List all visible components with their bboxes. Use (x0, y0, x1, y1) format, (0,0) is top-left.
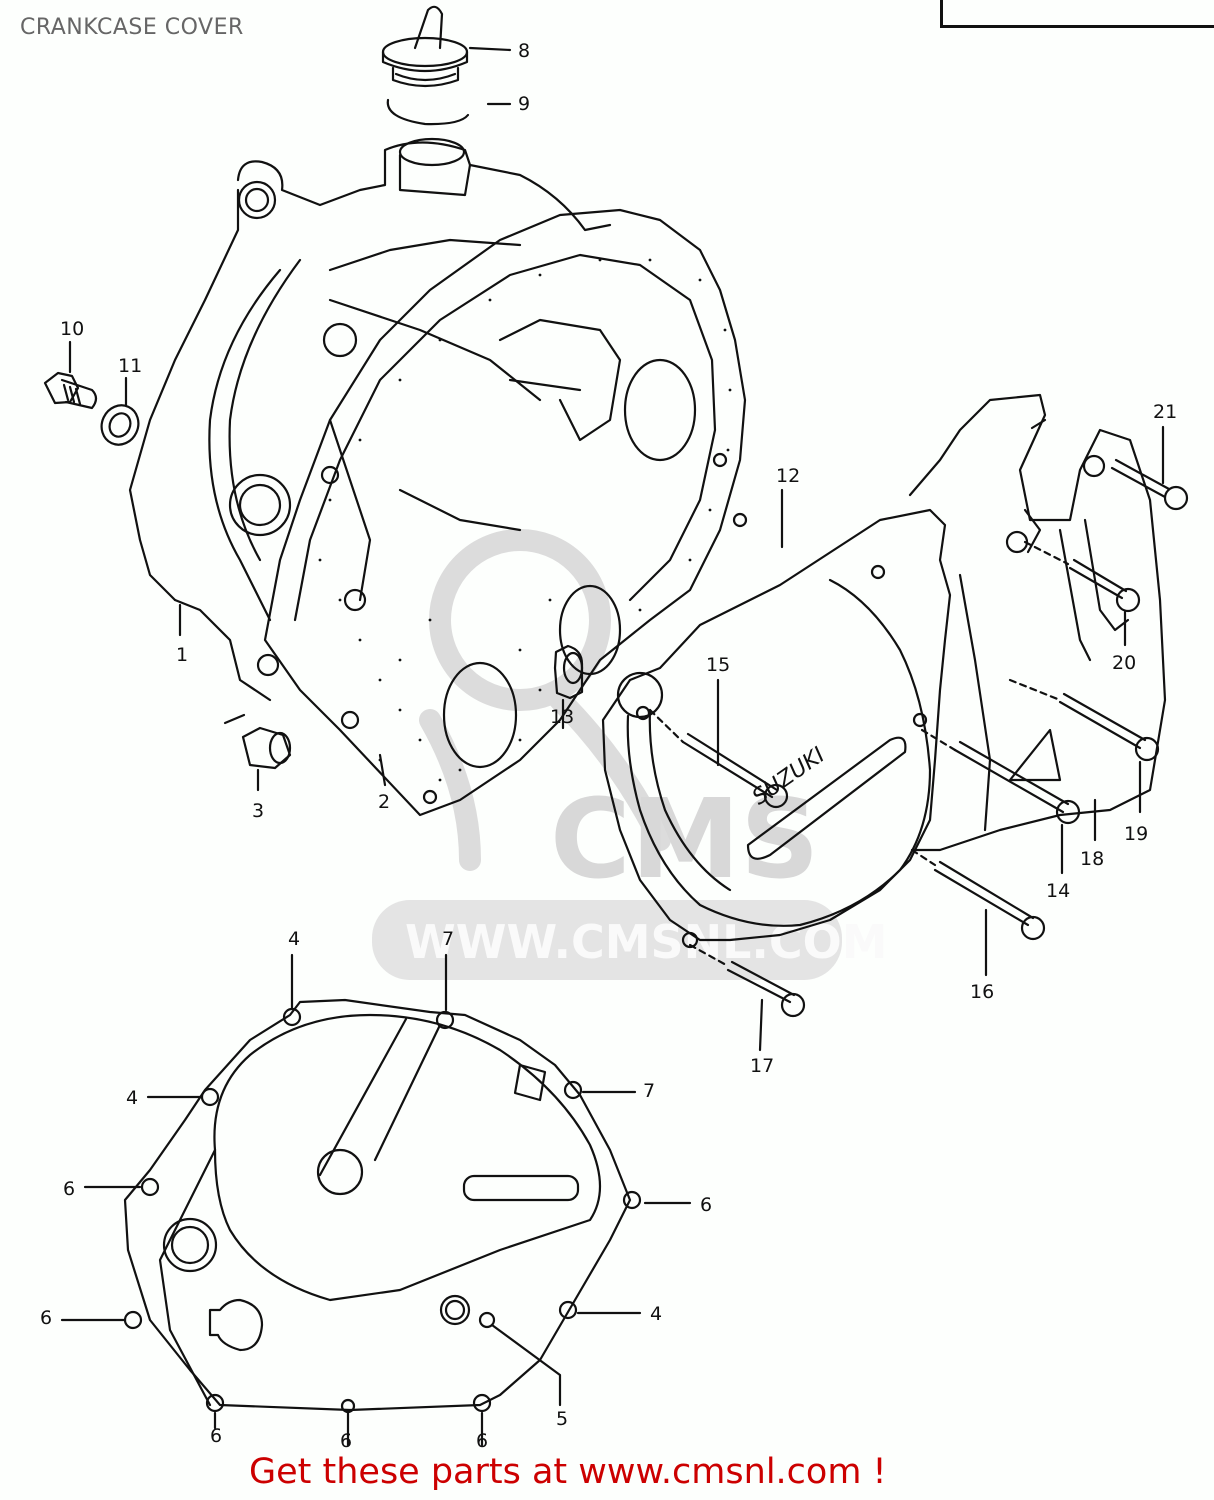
clutch-cover-case-part-1 (128, 137, 622, 702)
part-label-12[interactable]: 12 (776, 465, 801, 487)
gasket-dots (318, 258, 732, 782)
part-label-6[interactable]: 6 (340, 1430, 353, 1452)
part-label-7[interactable]: 7 (442, 928, 455, 950)
washer-part-11 (100, 404, 140, 446)
part-label-10[interactable]: 10 (60, 318, 85, 340)
promo-link[interactable]: Get these parts at www.cmsnl.com ! (249, 1452, 887, 1492)
part-label-6[interactable]: 6 (210, 1425, 223, 1447)
part-label-3[interactable]: 3 (252, 800, 265, 822)
part-label-7[interactable]: 7 (643, 1080, 656, 1102)
part-label-6[interactable]: 6 (40, 1307, 53, 1329)
drain-plug-part-10 (43, 371, 98, 410)
part-label-4[interactable]: 4 (650, 1303, 663, 1325)
bolt-part-14 (953, 740, 1081, 825)
part-label-6[interactable]: 6 (700, 1194, 713, 1216)
part-label-4[interactable]: 4 (288, 928, 301, 950)
gasket-part-2 (256, 208, 748, 817)
part-label-6[interactable]: 6 (476, 1430, 489, 1452)
part-label-19[interactable]: 19 (1124, 823, 1149, 845)
part-label-1[interactable]: 1 (176, 644, 189, 666)
part-label-21[interactable]: 21 (1153, 401, 1178, 423)
part-label-15[interactable]: 15 (706, 654, 731, 676)
title-block-frame (940, 0, 1214, 28)
part-label-11[interactable]: 11 (118, 355, 143, 377)
diagram-title: CRANKCASE COVER (20, 15, 244, 40)
dowel-pin-part-3 (241, 726, 292, 770)
part-label-4[interactable]: 4 (126, 1087, 139, 1109)
generator-cover-part-12 (601, 508, 952, 949)
bolt-part-21 (1110, 458, 1189, 511)
part-label-17[interactable]: 17 (750, 1055, 775, 1077)
oil-filler-cap-part-8 (381, 5, 469, 88)
part-label-20[interactable]: 20 (1112, 652, 1137, 674)
part-label-9[interactable]: 9 (518, 93, 531, 115)
watermark-logo: CMS (550, 775, 820, 903)
bolt-part-20 (1068, 558, 1141, 613)
clutch-outer-cover (123, 998, 642, 1414)
part-label-14[interactable]: 14 (1046, 880, 1071, 902)
bolt-part-17 (726, 960, 806, 1018)
bolt-part-16 (933, 860, 1046, 941)
part-label-13[interactable]: 13 (550, 706, 575, 728)
bolt-part-15 (681, 732, 789, 809)
dowel-pin-part-13 (553, 644, 584, 700)
part-label-8[interactable]: 8 (518, 40, 531, 62)
o-ring-part-9 (386, 98, 470, 126)
part-label-2[interactable]: 2 (378, 791, 391, 813)
sprocket-cover-part-18 (908, 393, 1167, 852)
part-label-6[interactable]: 6 (63, 1178, 76, 1200)
part-label-16[interactable]: 16 (970, 981, 995, 1003)
part-label-5[interactable]: 5 (556, 1408, 569, 1430)
bolt-part-19 (1058, 692, 1160, 762)
part-label-18[interactable]: 18 (1080, 848, 1105, 870)
